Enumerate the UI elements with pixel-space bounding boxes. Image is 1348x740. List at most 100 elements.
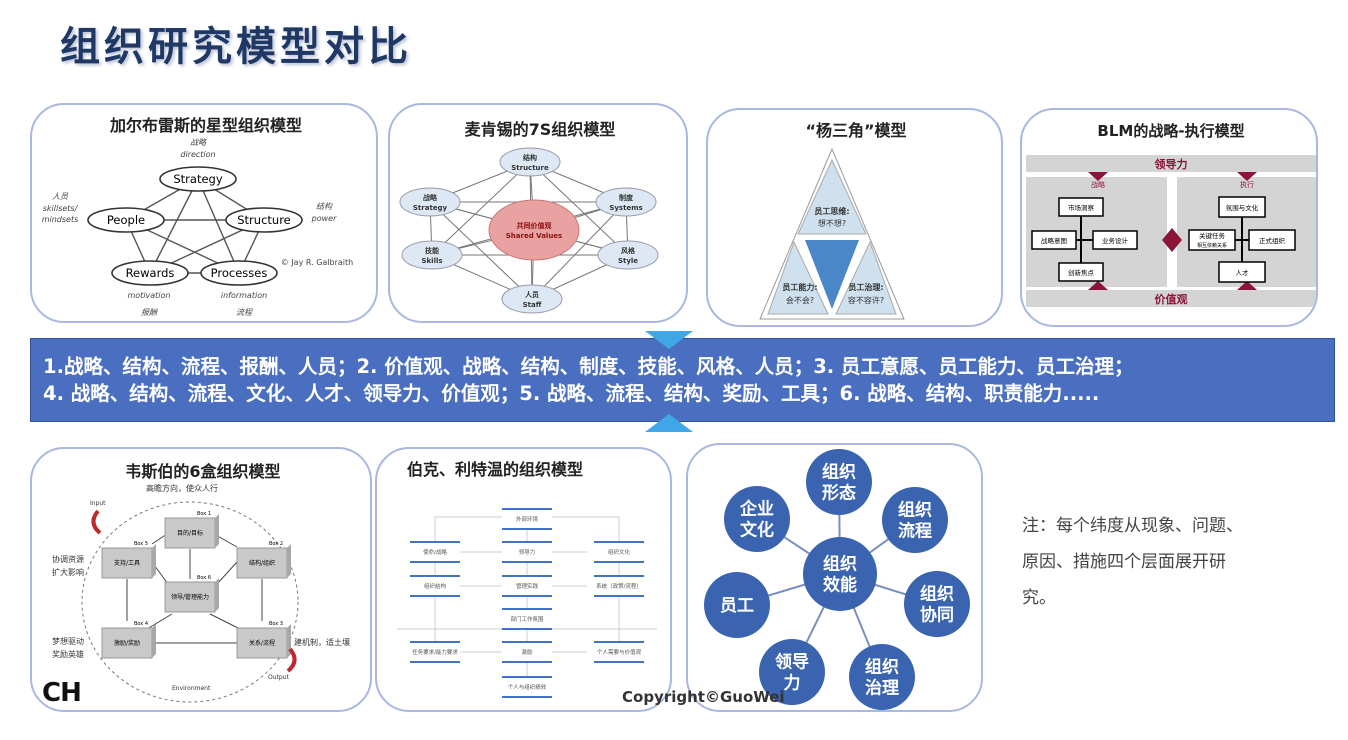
environment-circle: [81, 501, 299, 703]
label: mindsets: [42, 215, 79, 224]
blm-box: [1092, 230, 1138, 250]
box: [502, 642, 552, 662]
blm-box-label: 氛围与文化: [1226, 203, 1259, 212]
node-label: People: [107, 213, 145, 227]
label: direction: [180, 150, 215, 159]
box-label: 系统（政策/流程）: [596, 582, 642, 590]
node-label-en: Skills: [421, 257, 442, 265]
dimension-circle: [849, 644, 915, 710]
note-text: 注：每个纬度从现象、问题、原因、措施四个层面展开研究。: [1022, 516, 1243, 608]
summary-banner: 1.战略、结构、流程、报酬、人员；2. 价值观、战略、结构、制度、技能、风格、人…: [30, 338, 1335, 422]
node-label: Structure: [237, 213, 291, 227]
box-label: 激励: [521, 648, 533, 656]
box: [236, 547, 288, 579]
blm-box: [1058, 197, 1104, 217]
box: [410, 576, 460, 596]
box-number: Box 3: [269, 621, 283, 627]
node-label: Processes: [211, 266, 268, 280]
box-bottom-bar: [410, 661, 460, 663]
panel-title: 伯克、利特温的组织模型: [407, 460, 583, 479]
node-ellipse: [159, 166, 237, 192]
yang-diagram: “杨三角”模型 员工思维: 想不想? 员工能力: 会不会? 员工治理: 容不容许…: [759, 121, 907, 320]
blm-diagram: BLM的战略-执行模型 领导力 价值观 战略 执行 市场洞察战略意图业务设计创新…: [1026, 122, 1316, 307]
box-bottom-bar: [594, 595, 644, 597]
dimension-circle: [806, 449, 872, 515]
box-top-bar: [502, 508, 552, 510]
box-top-bar: [594, 575, 644, 577]
box: [410, 642, 460, 662]
node-label-en: Systems: [609, 204, 642, 212]
connector-line: [149, 178, 199, 274]
blm-box: [1248, 229, 1296, 251]
box-label: 领导/管理能力: [171, 593, 209, 601]
subtitle: 高瞻方向，使众人行: [146, 483, 218, 493]
label: 战略: [190, 138, 207, 147]
leadership-band: [1026, 155, 1316, 172]
box-label: 组织结构: [424, 582, 447, 590]
blm-box-label: 创新焦点: [1068, 268, 1095, 277]
box-label: 关系/流程: [249, 639, 275, 647]
box-bottom-bar: [502, 696, 552, 698]
node-label-cn: 战略: [423, 193, 438, 202]
node-ellipse: [597, 240, 659, 270]
box-label: 目的/目标: [177, 529, 203, 537]
panel-title: “杨三角”模型: [805, 121, 906, 140]
box-bottom-bar: [502, 595, 552, 597]
box-top-bar: [502, 541, 552, 543]
connector-line: [197, 178, 240, 274]
node-ellipse: [111, 260, 189, 286]
box-top-bar: [410, 575, 460, 577]
label: 容不容许?: [848, 295, 884, 305]
label: 会不会?: [786, 295, 814, 305]
label: 执行: [1240, 180, 1254, 189]
dimension-label: 组织: [920, 584, 954, 605]
shared-values-node: [488, 199, 580, 261]
box-label: 支持/工具: [114, 559, 140, 567]
yang-triangle-panel: “杨三角”模型 员工思维: 想不想? 员工能力: 会不会? 员工治理: 容不容许…: [706, 108, 1003, 327]
blm-box: [1058, 262, 1104, 282]
credit: © Jay R. Galbraith: [281, 258, 353, 267]
box-number: Box 4: [134, 621, 148, 627]
label: 扩大影响: [52, 567, 84, 577]
box-bottom-bar: [410, 561, 460, 563]
panel-title: BLM的战略-执行模型: [1097, 122, 1244, 140]
box-bottom-bar: [502, 628, 552, 630]
box-label: 激励/奖励: [114, 639, 140, 647]
node-label-cn: 结构: [522, 153, 537, 162]
banner-line-1: 1.战略、结构、流程、报酬、人员；2. 价值观、战略、结构、制度、技能、风格、人…: [43, 355, 1134, 378]
top-triangle: [797, 158, 867, 235]
box: [101, 547, 153, 579]
box-number: Box 6: [197, 575, 211, 581]
blm-box-label: 人才: [1236, 268, 1250, 277]
label: 结构: [316, 202, 333, 211]
node-ellipse: [499, 147, 561, 177]
label: 梦想驱动: [52, 636, 84, 646]
dimension-label: 流程: [898, 521, 932, 542]
box: [594, 642, 644, 662]
label: 战略: [1091, 180, 1105, 189]
panel-title: 韦斯伯的6盒组织模型: [125, 462, 280, 481]
page-title: 组织研究模型对比: [60, 24, 412, 70]
connector-line: [429, 201, 533, 300]
dimension-circle: [803, 537, 877, 611]
label: 想不想?: [818, 218, 846, 228]
box-top-bar: [502, 575, 552, 577]
label: 员工思维:: [814, 206, 849, 216]
copyright: Copyright©GuoWei: [622, 688, 785, 706]
label: Output: [268, 674, 289, 681]
box-bottom-bar: [410, 595, 460, 597]
label: 协调资源: [52, 554, 84, 564]
box: [594, 576, 644, 596]
box-top-bar: [410, 541, 460, 543]
dimension-circle: [704, 572, 770, 638]
label: 建机制，适土壤: [294, 637, 350, 647]
triangle-up-icon: [645, 414, 693, 432]
box-top-bar: [594, 641, 644, 643]
box: [502, 576, 552, 596]
center-inverted-triangle: [805, 240, 859, 309]
dimension-label: 治理: [865, 678, 899, 699]
label: 价值观: [1155, 292, 1188, 306]
box-top-bar: [502, 608, 552, 610]
blm-box-label: 相互依赖关系: [1197, 242, 1227, 249]
